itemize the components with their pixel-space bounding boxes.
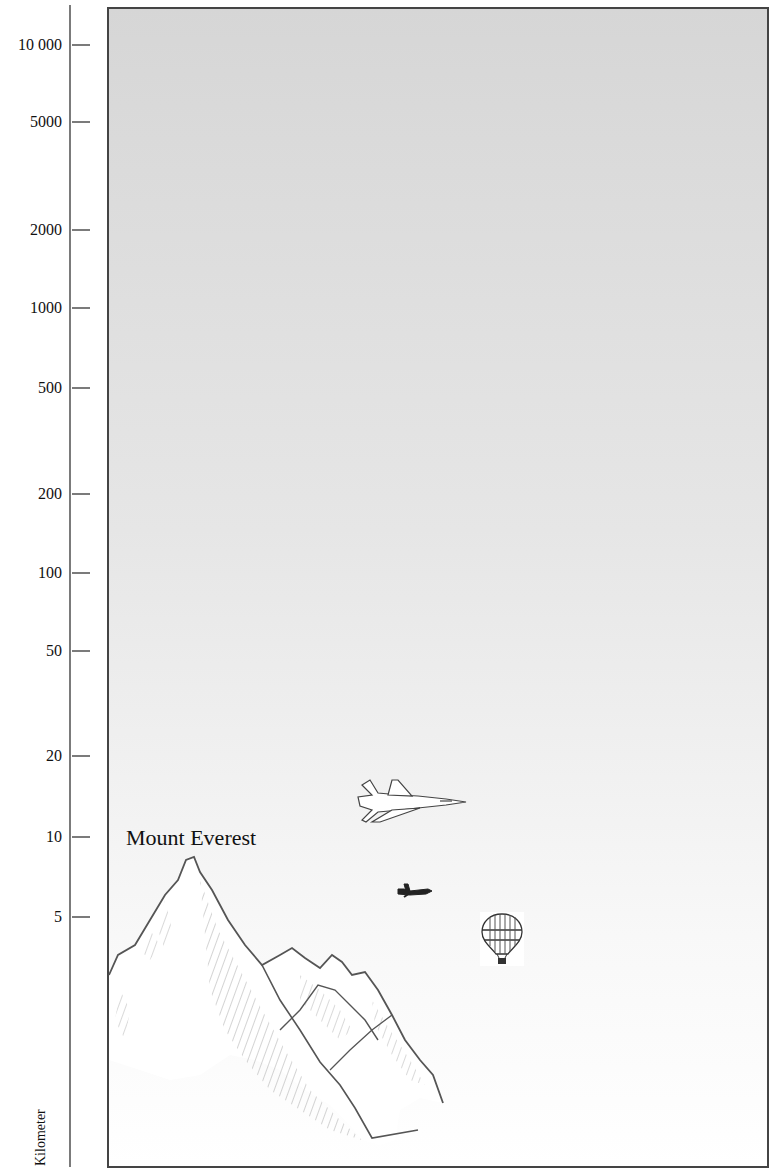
axis-value: 10 000 (18, 37, 62, 53)
axis-line (69, 5, 70, 1167)
axis-value: 10 (46, 829, 62, 845)
hot-air-balloon (480, 912, 524, 966)
peak-name: Mount Everest (126, 827, 256, 849)
axis-value: 5 (54, 909, 62, 925)
axis-value: 1000 (30, 300, 62, 316)
axis-unit: Kilometer (34, 1109, 48, 1166)
axis-value: 200 (38, 486, 62, 502)
propeller-plane (398, 884, 432, 897)
jet-aircraft (358, 780, 466, 822)
axis-value: 50 (46, 643, 62, 659)
axis-value: 20 (46, 748, 62, 764)
axis-value: 2000 (30, 222, 62, 238)
axis-value: 500 (38, 380, 62, 396)
sky-frame (108, 8, 768, 1167)
mountain-range (109, 857, 443, 1145)
axis-ticks (72, 45, 90, 917)
axis-value: 100 (38, 565, 62, 581)
axis-value: 5000 (30, 114, 62, 130)
